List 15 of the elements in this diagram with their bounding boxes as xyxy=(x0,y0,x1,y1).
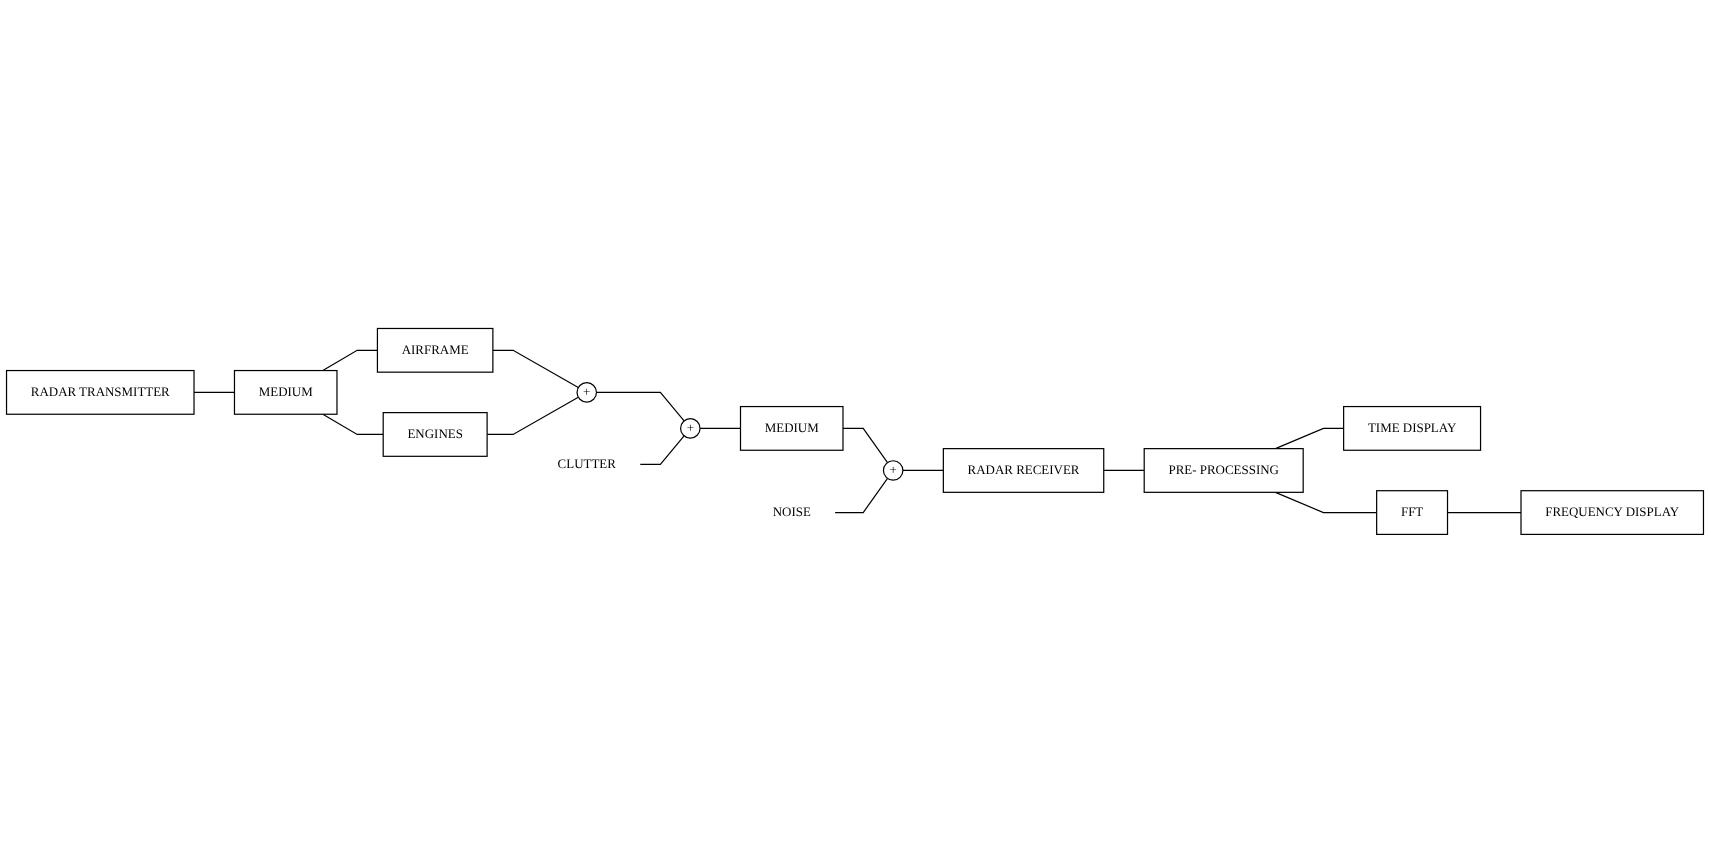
connector xyxy=(834,477,889,513)
connector xyxy=(193,391,236,393)
connector xyxy=(322,413,384,435)
connector xyxy=(842,427,889,463)
connector xyxy=(595,391,685,422)
connector xyxy=(699,427,742,429)
connector xyxy=(486,396,579,435)
connector xyxy=(902,469,944,471)
connector xyxy=(322,349,379,371)
connector xyxy=(1446,511,1522,513)
connector xyxy=(1103,469,1145,471)
connector xyxy=(639,434,685,465)
connector xyxy=(492,349,579,388)
connector xyxy=(1274,491,1378,513)
connector xyxy=(1274,427,1345,449)
